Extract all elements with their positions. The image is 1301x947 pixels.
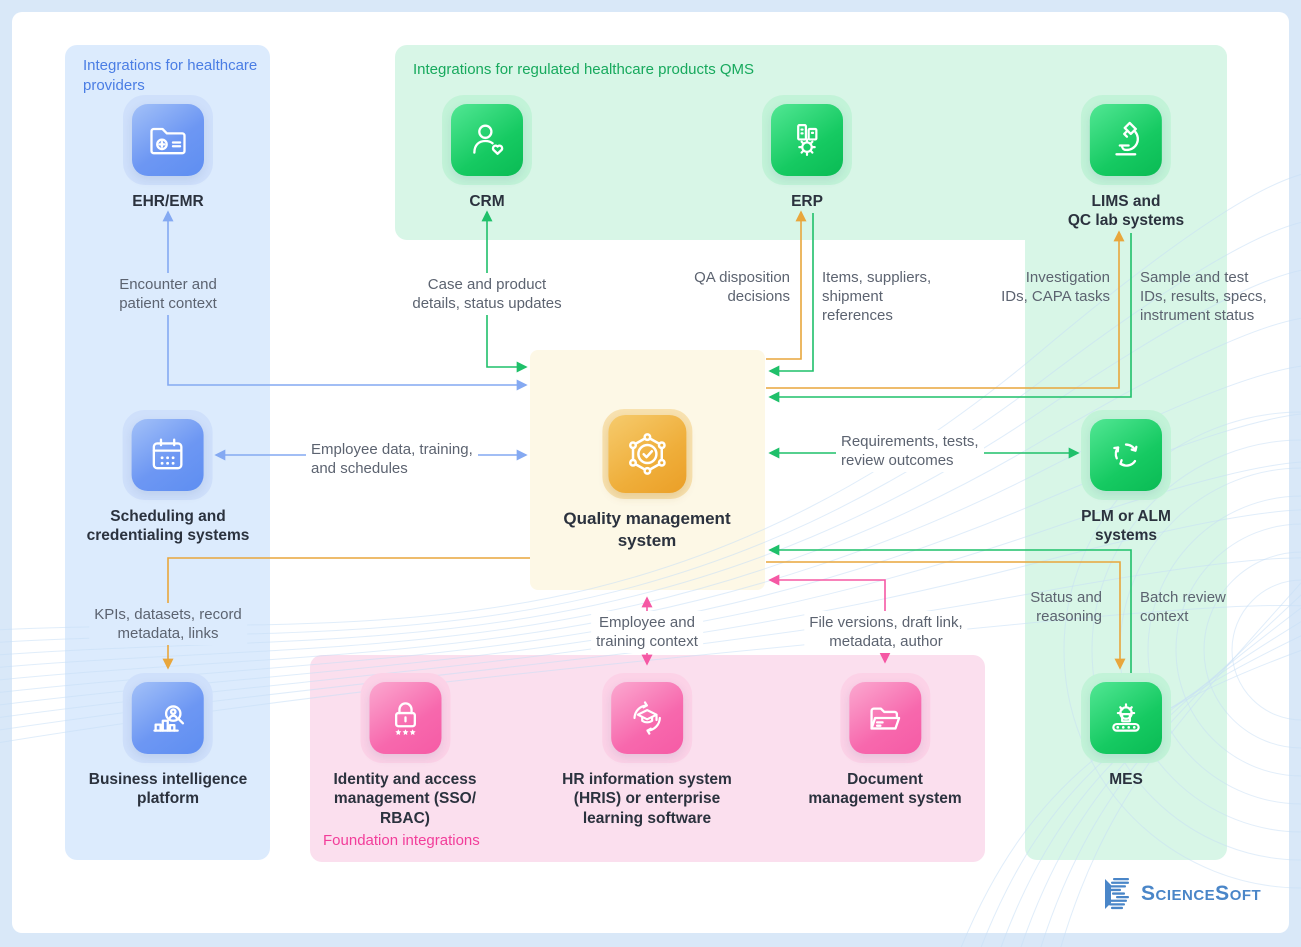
node-dms: Document management system: [808, 673, 962, 809]
node-label-hris: HR information system (HRIS) or enterpri…: [562, 771, 732, 827]
node-mes: MES: [1081, 673, 1171, 789]
edge-label-employee-training: Employee and training context: [591, 611, 703, 654]
ehr-tile: [132, 104, 204, 176]
node-crm: CRM: [442, 95, 532, 211]
quality-badge-network-icon: [628, 433, 666, 475]
edge-label-items-suppliers: Items, suppliers, shipment references: [822, 269, 932, 325]
sciencesoft-logo-text: ScienceSoft: [1141, 882, 1262, 905]
edge-label-case-details: Case and product details, status updates: [407, 273, 567, 316]
edge-label-kpis: KPIs, datasets, record metadata, links: [89, 603, 247, 646]
node-label-crm: CRM: [469, 193, 505, 210]
node-hris: HR information system (HRIS) or enterpri…: [562, 673, 732, 828]
factory-gear-icon: [797, 124, 818, 156]
node-label-plm: PLM or ALM systems: [1081, 508, 1171, 545]
qms-tile: [608, 415, 686, 493]
chart-magnifier-icon: [153, 705, 185, 732]
scheduling-tile: [131, 419, 204, 491]
edge-label-status-reasoning: Status and reasoning: [1030, 589, 1102, 626]
regulated-panel-title: Integrations for regulated healthcare pr…: [413, 61, 755, 78]
calendar-icon: [153, 438, 183, 470]
sciencesoft-logo: ScienceSoft: [1103, 877, 1261, 911]
node-label-mes: MES: [1109, 771, 1143, 788]
crm-tile: [451, 104, 523, 176]
edge-label-qa-disposition: QA disposition decisions: [694, 269, 790, 306]
node-qms: Quality management system: [563, 409, 731, 552]
node-label-scheduling: Scheduling and credentialing systems: [86, 508, 250, 545]
edge-label-file-versions: File versions, draft link, metadata, aut…: [804, 611, 968, 654]
node-label-lims: LIMS and QC lab systems: [1067, 193, 1185, 230]
edge-label-investigation: Investigation IDs, CAPA tasks: [1001, 269, 1110, 306]
edge-label-sample-test: Sample and test IDs, results, specs, ins…: [1140, 269, 1267, 325]
node-label-dms: Document management system: [808, 771, 962, 808]
microscope-icon: [1115, 121, 1140, 156]
node-erp: ERP: [762, 95, 852, 211]
node-ehr: EHR/EMR: [123, 95, 213, 211]
folder-documents-icon: [870, 707, 900, 730]
edge-label-requirements: Requirements, tests, review outcomes: [836, 430, 984, 473]
gear-conveyor-icon: [1112, 703, 1140, 732]
node-label-bi: Business intelligence platform: [88, 771, 248, 808]
erp-tile: [771, 104, 843, 176]
node-plm: PLM or ALM systems: [1081, 410, 1171, 546]
healthcare-panel-title: Integrations for healthcare providers: [83, 57, 258, 94]
node-iam: Identity and access management (SSO/ RBA…: [333, 673, 477, 828]
graduation-sync-icon: [633, 701, 661, 735]
edge-label-batch-review: Batch review context: [1140, 589, 1226, 626]
node-label-iam: Identity and access management (SSO/ RBA…: [333, 771, 477, 827]
qms-label: Quality management system: [563, 509, 731, 551]
foundation-panel-title: Foundation integrations: [323, 832, 480, 849]
padlock-stars-icon: [394, 702, 416, 735]
node-lims: LIMS and QC lab systems: [1068, 95, 1184, 231]
plm-tile: [1090, 419, 1162, 491]
mes-tile: [1090, 682, 1162, 754]
hris-tile: [610, 682, 683, 754]
sciencesoft-logo-icon: [1105, 878, 1129, 910]
dms-tile: [849, 682, 921, 754]
node-scheduling: Scheduling and credentialing systems: [86, 410, 250, 546]
edge-label-encounter: Encounter and patient context: [114, 273, 222, 316]
iam-tile: [368, 682, 441, 754]
lifecycle-arrows-icon: [1113, 443, 1138, 467]
node-label-erp: ERP: [791, 193, 823, 210]
node-label-ehr: EHR/EMR: [132, 193, 204, 210]
bi-tile: [132, 682, 204, 754]
folder-plus-icon: [150, 127, 186, 155]
edge-label-employee-data: Employee data, training, and schedules: [306, 438, 478, 481]
node-bi: Business intelligence platform: [88, 673, 248, 809]
lims-tile: [1090, 104, 1162, 176]
customer-heart-icon: [473, 124, 504, 155]
